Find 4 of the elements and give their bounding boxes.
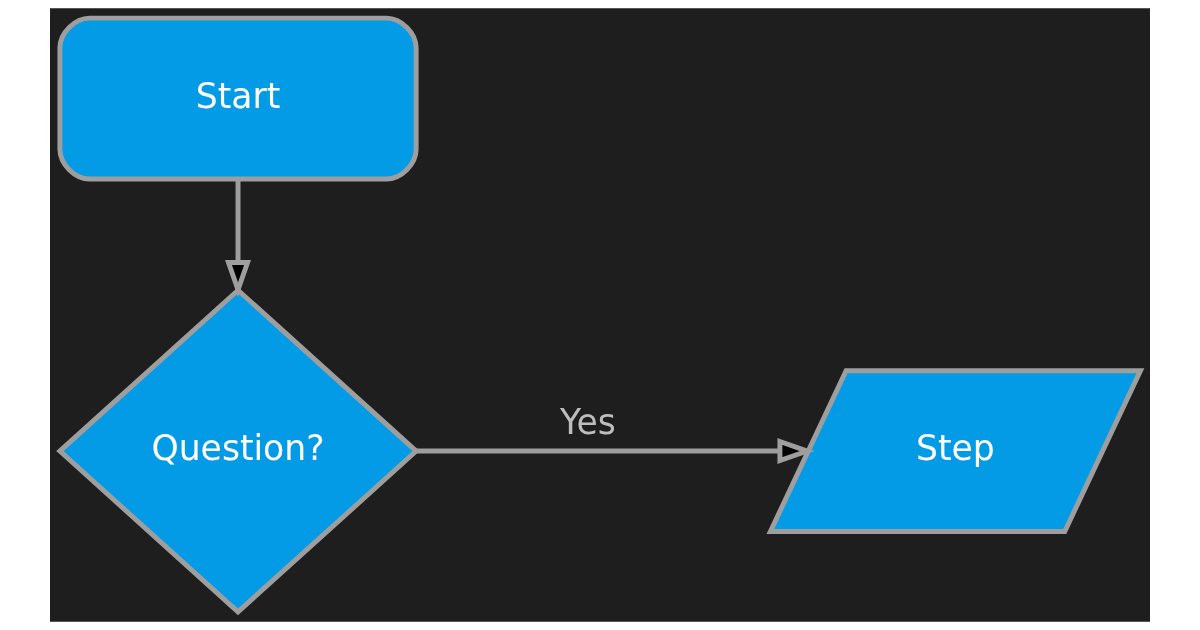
arrow [225,179,252,298]
edge-label: Yes [560,402,616,443]
node-box: Start [57,15,419,182]
arrow [416,438,815,465]
